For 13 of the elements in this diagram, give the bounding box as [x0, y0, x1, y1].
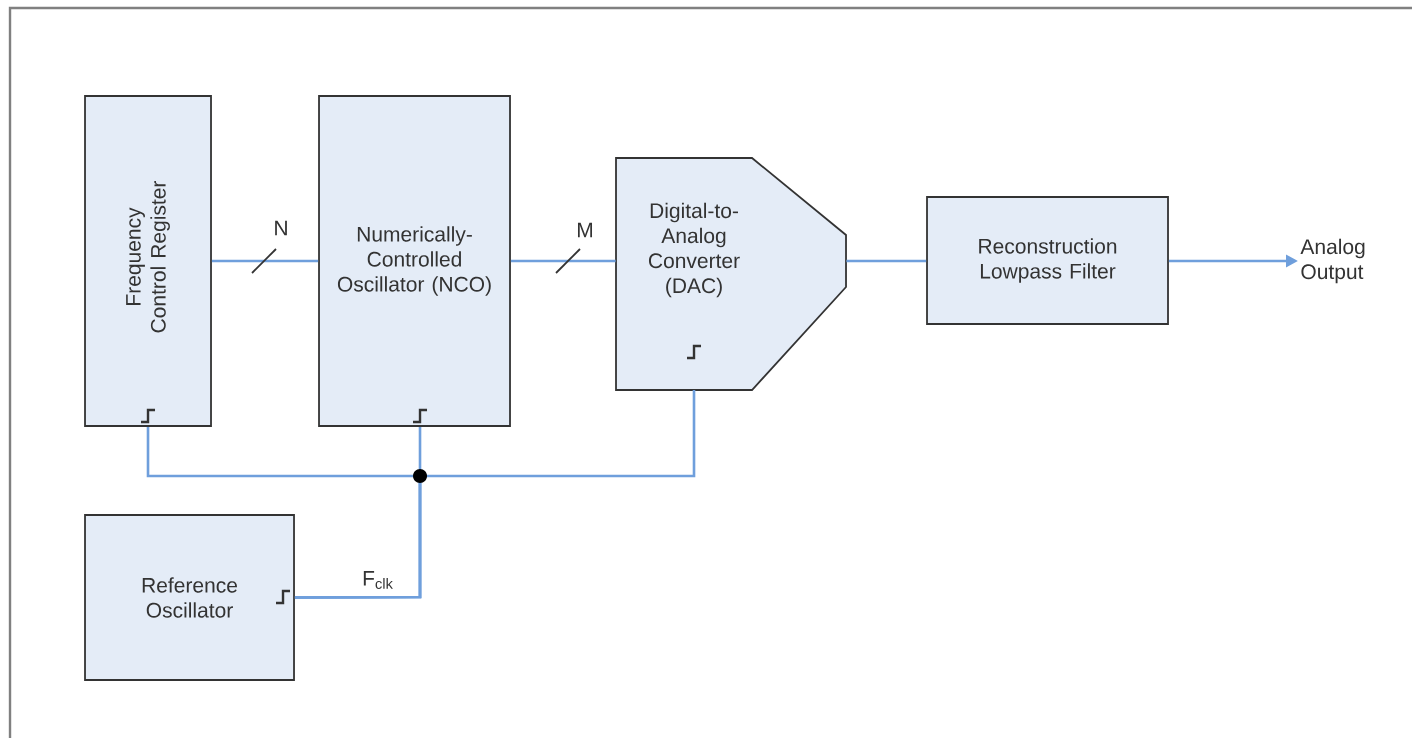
oscillator-box: Reference Oscillator — [84, 514, 295, 681]
connector — [510, 259, 616, 263]
connector — [846, 259, 927, 263]
oscillator-box: Numerically-Controlled Oscillator (NCO) — [318, 95, 511, 427]
connector — [211, 259, 319, 263]
register-box: Frequency Control Register — [84, 95, 212, 427]
filter-box: Reconstruction Lowpass Filter — [926, 196, 1169, 325]
output-label: Analog Output — [1300, 238, 1365, 284]
connector — [294, 390, 696, 599]
edge-label: F$_{clk}$ — [363, 571, 393, 589]
converter-block: Digital-to-Analog Converter (DAC) — [615, 157, 847, 391]
edge-label: M — [578, 222, 592, 238]
edge-label: N — [275, 220, 287, 236]
